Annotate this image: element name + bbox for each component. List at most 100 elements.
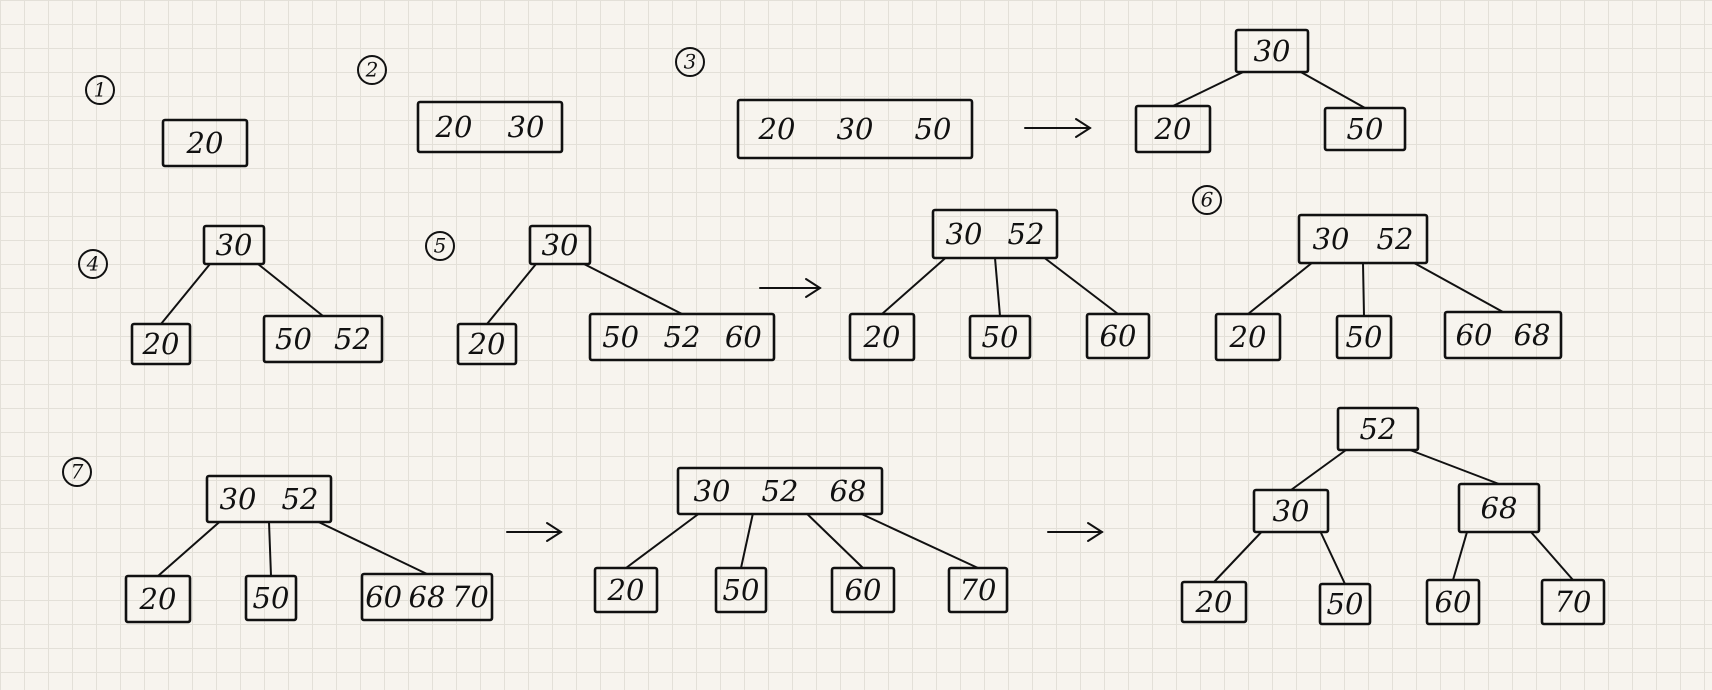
step-label-circle — [62, 457, 92, 487]
node-key: 50 — [1327, 587, 1364, 621]
tree-edge — [1452, 531, 1468, 581]
step-number: 7 — [71, 460, 84, 484]
node-box — [830, 566, 896, 614]
node-key: 60 — [1435, 585, 1472, 619]
step-label-5: 5 — [425, 231, 455, 261]
node-key: 50 — [982, 320, 1019, 354]
tree-edge — [881, 257, 947, 315]
btree-node: 60 — [1085, 312, 1151, 360]
node-box — [1336, 406, 1420, 452]
btree-node: 50 — [244, 574, 298, 622]
node-box — [124, 574, 192, 624]
node-key: 50 — [915, 112, 952, 146]
node-key: 52 — [334, 322, 371, 356]
node-key: 68 — [1514, 318, 1551, 352]
node-key: 30 — [220, 482, 257, 516]
btree-node: 20 — [456, 322, 518, 366]
node-key: 60 — [365, 580, 402, 614]
node-box — [130, 322, 192, 366]
node-box — [931, 208, 1059, 260]
node-box — [714, 566, 768, 614]
node-key: 50 — [602, 320, 639, 354]
btree-node: 20 — [1214, 312, 1282, 362]
tree-edge — [268, 521, 272, 577]
btree-node: 50 52 — [262, 314, 384, 364]
step-1: 120 — [85, 75, 249, 168]
tree-edge — [1530, 531, 1574, 581]
node-key: 50 — [253, 581, 290, 615]
node-key: 70 — [452, 580, 489, 614]
btree-node: 20 — [124, 574, 192, 624]
node-key: 30 — [508, 110, 545, 144]
btree-node: 30 — [528, 224, 592, 266]
step-label-3: 3 — [675, 47, 705, 77]
btree-node: 68 — [1457, 482, 1541, 534]
step-number: 6 — [1201, 188, 1214, 212]
node-box — [1540, 578, 1606, 626]
node-key: 70 — [1555, 585, 1592, 619]
node-key: 50 — [723, 573, 760, 607]
tree-edge — [257, 263, 324, 317]
node-box — [1180, 580, 1248, 624]
arrow-icon — [1024, 118, 1092, 138]
node-box — [848, 312, 916, 362]
node-box — [1318, 582, 1372, 626]
node-key: 20 — [1154, 112, 1192, 146]
node-box — [1335, 314, 1393, 360]
node-key: 70 — [960, 573, 997, 607]
btree-node: 20 — [848, 312, 916, 362]
node-box — [968, 314, 1032, 360]
node-box — [262, 314, 384, 364]
node-key: 30 — [1313, 222, 1350, 256]
node-box — [1297, 213, 1429, 265]
node-key: 68 — [830, 474, 867, 508]
node-box — [1234, 28, 1310, 74]
node-key: 50 — [275, 322, 312, 356]
node-box — [456, 322, 518, 366]
step-number: 1 — [94, 78, 107, 102]
node-box — [360, 572, 494, 622]
node-key: 60 — [845, 573, 882, 607]
btree-node: 50 — [1318, 582, 1372, 626]
tree-edge — [486, 263, 537, 325]
arrow-icon — [759, 278, 822, 298]
tree-edge — [1290, 449, 1347, 491]
tree-edge — [583, 263, 683, 315]
node-key: 52 — [762, 474, 799, 508]
node-box — [736, 98, 974, 160]
node-key: 20 — [468, 327, 506, 361]
node-key: 52 — [1360, 412, 1397, 446]
arrow-icon — [506, 522, 563, 542]
btree-node: 20 — [1134, 104, 1212, 154]
step-number: 4 — [86, 252, 100, 276]
node-key: 20 — [1229, 320, 1267, 354]
node-key: 30 — [837, 112, 874, 146]
node-key: 50 — [1347, 112, 1384, 146]
btree-node: 60 — [830, 566, 896, 614]
btree-node: 60 — [1425, 578, 1481, 626]
node-box — [416, 100, 564, 154]
node-box — [244, 574, 298, 622]
node-key: 30 — [946, 217, 983, 251]
node-key: 30 — [1254, 34, 1291, 68]
node-key: 20 — [607, 573, 645, 607]
step-label-circle — [425, 231, 455, 261]
step-label-circle — [78, 249, 108, 279]
node-box — [1214, 312, 1282, 362]
